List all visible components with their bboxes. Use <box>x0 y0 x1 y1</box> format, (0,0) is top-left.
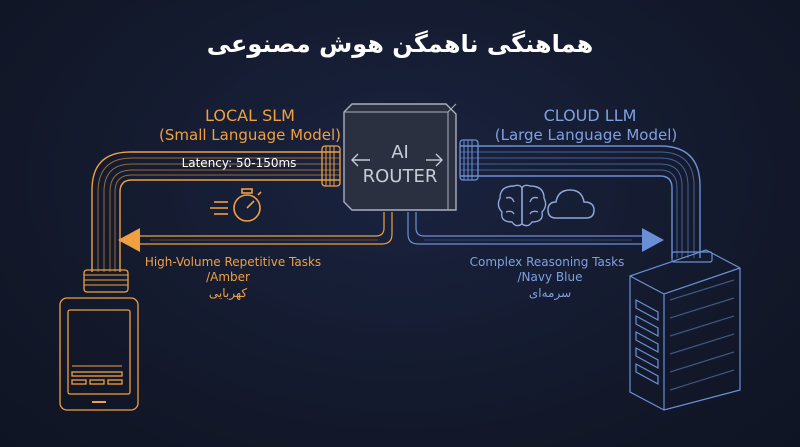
local-task-label: High-Volume Repetitive Tasks <box>144 255 322 269</box>
stopwatch-icon <box>210 188 262 222</box>
cloud-task-label: Complex Reasoning Tasks <box>469 255 625 269</box>
router-label-line2: ROUTER <box>362 166 438 187</box>
cloud-heading: CLOUD LLM <box>543 106 637 125</box>
arrow-left-icon <box>351 153 370 167</box>
server-icon <box>629 249 741 411</box>
cloud-pipe <box>459 139 701 258</box>
local-color-fa: کهربایی <box>208 286 248 300</box>
cloud-color-fa: سرمه‌ای <box>528 286 572 300</box>
router-box <box>343 103 457 211</box>
local-pipe <box>83 145 341 293</box>
local-subheading: (Small Language Model) <box>159 126 341 144</box>
arrow-right-icon <box>426 153 443 167</box>
local-task-arrow <box>118 212 393 252</box>
diagram-title: هماهنگی ناهمگن هوش مصنوعی <box>206 30 594 58</box>
local-color-en: /Amber <box>206 270 250 284</box>
tablet-icon <box>59 297 139 411</box>
local-heading: LOCAL SLM <box>205 106 295 125</box>
router-label-line1: AI <box>391 142 409 163</box>
cloud-task-arrow <box>407 212 664 252</box>
local-latency: Latency: 50-150ms <box>181 156 297 170</box>
cloud-icon <box>547 189 595 219</box>
brain-icon <box>497 184 547 227</box>
cloud-color-en: /Navy Blue <box>517 270 583 284</box>
cloud-subheading: (Large Language Model) <box>494 126 678 144</box>
